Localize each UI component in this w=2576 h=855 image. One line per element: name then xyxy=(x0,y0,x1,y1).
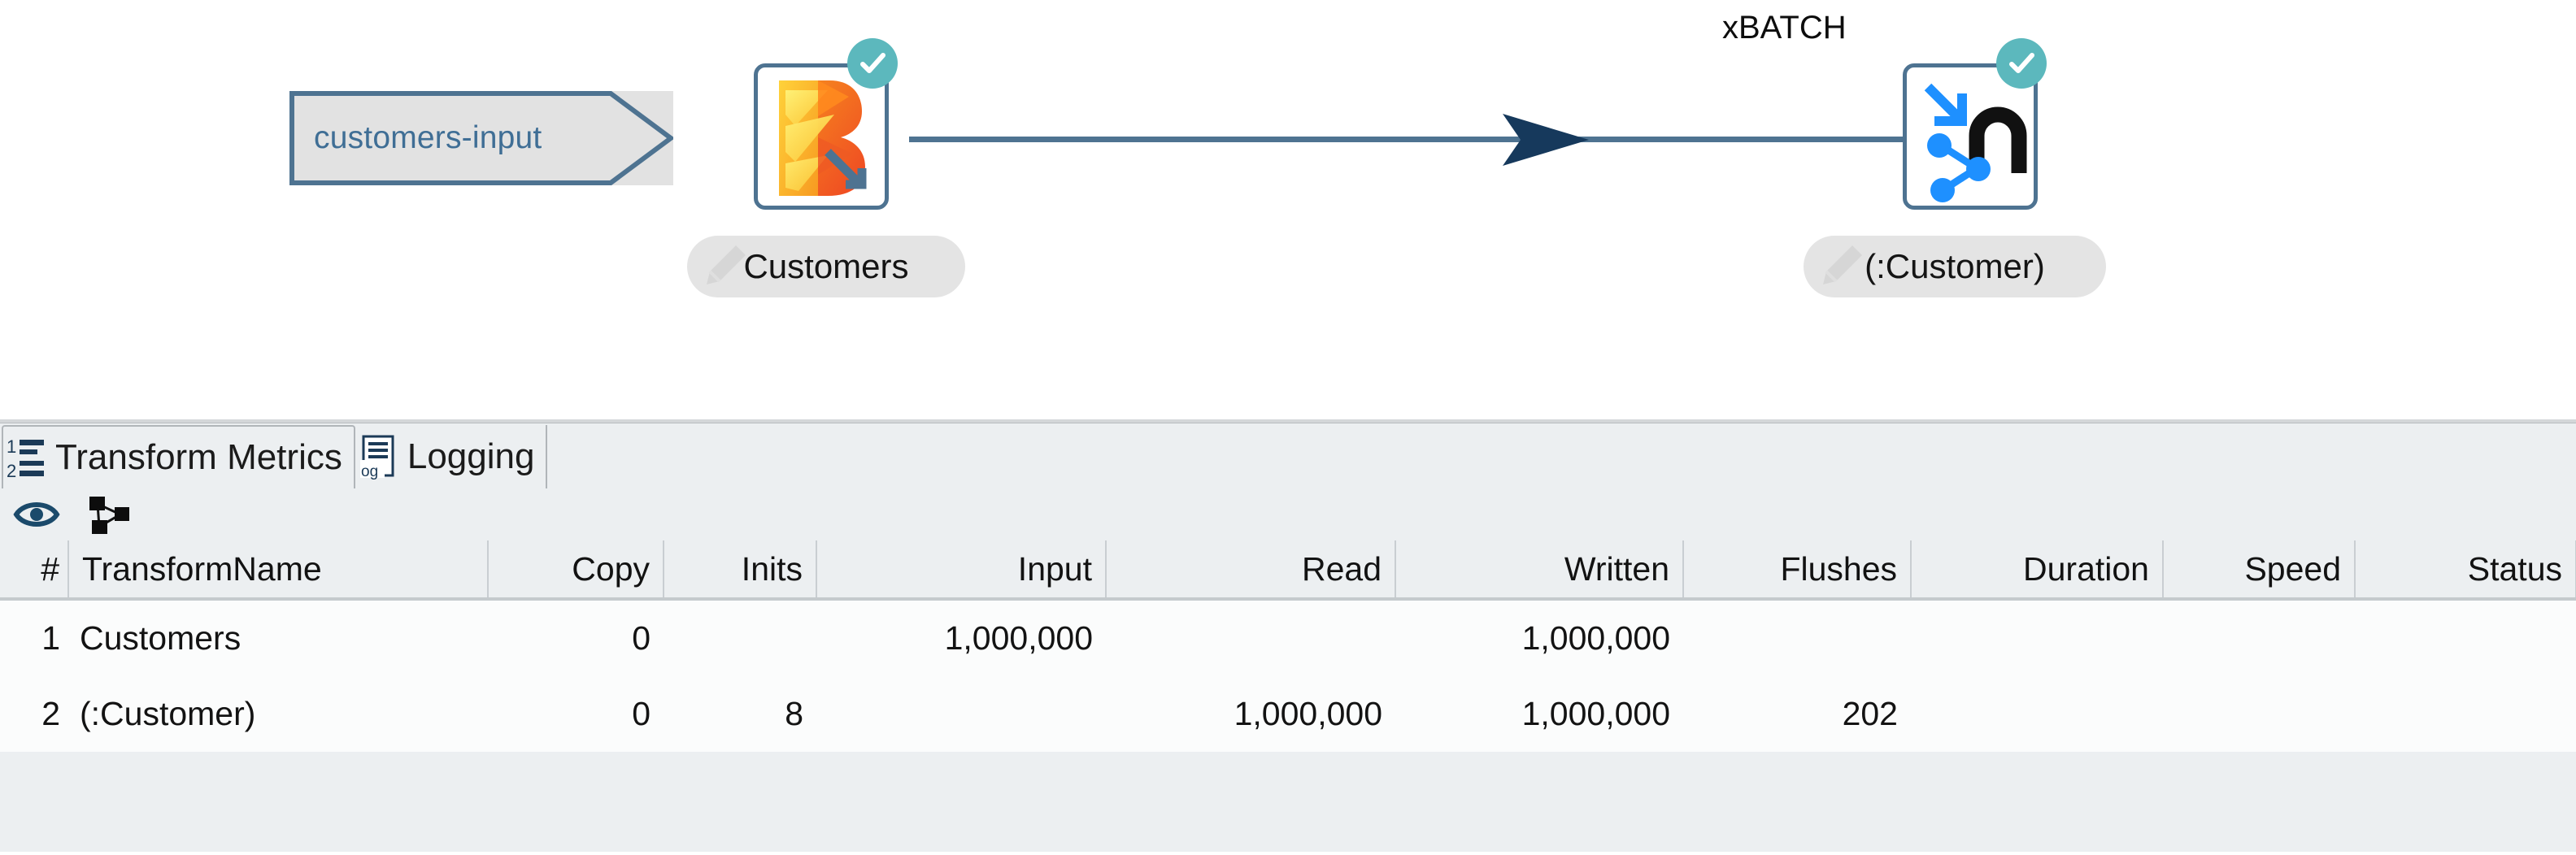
cell-index: 2 xyxy=(0,675,68,752)
input-step-label: customers-input xyxy=(314,120,542,155)
arrow-shape-outline xyxy=(289,91,673,185)
cell-read xyxy=(1106,599,1395,675)
tab-transform-metrics[interactable]: 1 2 Transform Metrics xyxy=(2,425,355,488)
graph-nodes-icon[interactable] xyxy=(83,492,133,537)
pencil-icon xyxy=(1817,241,1865,289)
metrics-table-body: 1 Customers 0 1,000,000 1,000,000 2 (:Cu… xyxy=(0,599,2576,752)
node-label-customers[interactable]: Customers xyxy=(687,236,965,297)
svg-text:og: og xyxy=(361,463,378,480)
table-row[interactable]: 2 (:Customer) 0 8 1,000,000 1,000,000 20… xyxy=(0,675,2576,752)
metrics-table-header: # TransformName Copy Inits Input Read Wr… xyxy=(0,540,2576,601)
tab-label: Logging xyxy=(407,436,535,476)
col-header-read[interactable]: Read xyxy=(1106,540,1396,601)
cell-written: 1,000,000 xyxy=(1395,599,1683,675)
tab-label: Transform Metrics xyxy=(55,437,342,477)
cell-name: Customers xyxy=(68,599,488,675)
pipeline-canvas[interactable]: customers-input xyxy=(0,0,2576,423)
cell-speed xyxy=(2163,675,2355,752)
cell-read: 1,000,000 xyxy=(1106,675,1395,752)
cell-name: (:Customer) xyxy=(68,675,488,752)
col-header-index[interactable]: # xyxy=(0,540,69,601)
cell-duration xyxy=(1911,599,2163,675)
col-header-duration[interactable]: Duration xyxy=(1911,540,2164,601)
eye-icon[interactable] xyxy=(11,492,62,537)
transform-metrics-grid[interactable]: # TransformName Copy Inits Input Read Wr… xyxy=(0,540,2576,752)
cell-speed xyxy=(2163,599,2355,675)
cell-input xyxy=(816,675,1106,752)
log-document-icon: og xyxy=(359,434,399,480)
hop-connection-line[interactable] xyxy=(909,137,2025,142)
col-header-speed[interactable]: Speed xyxy=(2163,540,2356,601)
col-header-input[interactable]: Input xyxy=(816,540,1107,601)
transform-node-customers[interactable] xyxy=(754,38,898,210)
header-row: # TransformName Copy Inits Input Read Wr… xyxy=(0,540,2576,601)
cell-status xyxy=(2355,599,2576,675)
cell-written: 1,000,000 xyxy=(1395,675,1683,752)
cell-copy: 0 xyxy=(488,675,664,752)
transform-node-customer-output[interactable] xyxy=(1903,38,2047,210)
svg-text:2: 2 xyxy=(7,461,16,480)
cell-copy: 0 xyxy=(488,599,664,675)
node-label-text: (:Customer) xyxy=(1865,247,2045,285)
pencil-icon xyxy=(700,241,749,289)
arrow-right-icon xyxy=(1485,112,1590,167)
cell-flushes: 202 xyxy=(1683,675,1911,752)
col-header-copy[interactable]: Copy xyxy=(488,540,664,601)
col-header-status[interactable]: Status xyxy=(2355,540,2576,601)
metrics-table: # TransformName Copy Inits Input Read Wr… xyxy=(0,540,2576,752)
col-header-name[interactable]: TransformName xyxy=(68,540,489,601)
cell-index: 1 xyxy=(0,599,68,675)
node-caption-xbatch: xBATCH xyxy=(1722,10,1847,46)
neo4j-output-icon xyxy=(1915,76,2034,204)
tab-logging[interactable]: og Logging xyxy=(355,425,548,488)
check-circle-icon xyxy=(847,38,898,89)
cell-status xyxy=(2355,675,2576,752)
bottom-panel: 1 2 Transform Metrics og xyxy=(0,423,2576,852)
col-header-flushes[interactable]: Flushes xyxy=(1683,540,1912,601)
cell-inits: 8 xyxy=(664,675,816,752)
svg-text:1: 1 xyxy=(7,436,16,457)
cell-input: 1,000,000 xyxy=(816,599,1106,675)
ordered-list-icon: 1 2 xyxy=(7,435,47,480)
check-circle-icon xyxy=(1996,38,2047,89)
metrics-toolbar xyxy=(0,488,2576,540)
tab-strip: 1 2 Transform Metrics og xyxy=(0,423,2576,488)
col-header-inits[interactable]: Inits xyxy=(664,540,817,601)
cell-duration xyxy=(1911,675,2163,752)
col-header-written[interactable]: Written xyxy=(1395,540,1684,601)
cell-inits xyxy=(664,599,816,675)
table-row[interactable]: 1 Customers 0 1,000,000 1,000,000 xyxy=(0,599,2576,675)
cell-flushes xyxy=(1683,599,1911,675)
node-label-customer-output[interactable]: (:Customer) xyxy=(1804,236,2106,297)
node-label-text: Customers xyxy=(743,247,909,285)
input-step-shape[interactable]: customers-input xyxy=(289,91,673,185)
bigquery-transform-icon xyxy=(771,77,872,199)
